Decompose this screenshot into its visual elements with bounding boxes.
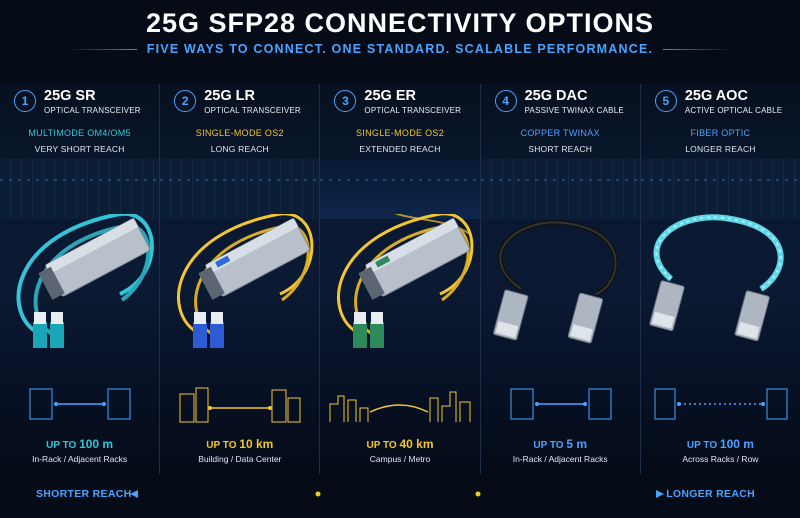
option-number-badge: 3 (334, 90, 357, 112)
reach-arrow-icon (130, 490, 664, 498)
city-skyline-background (320, 159, 480, 219)
option-medium: COPPER TWINAX (520, 128, 600, 138)
option-description: OPTICAL TRANSCEIVER (44, 106, 141, 115)
location-label: Campus / Metro (369, 454, 431, 464)
option-card-aoc[interactable]: 5 25G AOC ACTIVE OPTICAL CABLE FIBER OPT… (639, 84, 800, 474)
option-name: 25G LR (204, 88, 255, 104)
server-rack-background (640, 159, 800, 219)
distance-value: 100 m (79, 437, 114, 451)
option-description: ACTIVE OPTICAL CABLE (684, 106, 783, 115)
distance-prefix: UP TO (46, 440, 77, 451)
option-number-badge: 2 (174, 90, 197, 112)
option-reach: SHORT REACH (528, 144, 593, 154)
option-reach: VERY SHORT REACH (34, 144, 125, 154)
location-label: Across Racks / Row (682, 454, 759, 464)
dac-cable-icon (492, 220, 618, 344)
distance-value: 100 m (719, 437, 754, 451)
option-card-lr[interactable]: 2 25G LR OPTICAL TRANSCEIVER SINGLE-MODE… (159, 84, 320, 474)
location-label: Building / Data Center (198, 454, 282, 464)
distance-value: 5 m (566, 437, 588, 451)
option-card-dac[interactable]: 4 25G DAC PASSIVE TWINAX CABLE COPPER TW… (479, 84, 640, 474)
distance-value: 10 km (239, 437, 274, 451)
option-description: PASSIVE TWINAX CABLE (524, 106, 624, 115)
option-reach: LONGER REACH (685, 144, 756, 154)
option-medium: FIBER OPTIC (690, 128, 751, 138)
server-rack-icon (654, 388, 788, 420)
divider (663, 48, 734, 50)
option-reach: EXTENDED REACH (359, 144, 441, 154)
server-rack-background (480, 159, 640, 219)
option-reach: LONG REACH (210, 144, 269, 154)
option-medium: MULTIMODE OM4/OM5 (28, 128, 131, 138)
distance-label: UP TO 5 m (481, 437, 640, 451)
sfp-transceiver-with-cable-icon (177, 214, 314, 348)
options-columns: 1 25G SR OPTICAL TRANSCEIVER MULTIMODE O… (0, 84, 800, 474)
sfp-transceiver-with-cable-icon (337, 214, 474, 348)
sfp-transceiver-with-cable-icon (16, 214, 154, 348)
distance-label: UP TO 10 km (160, 437, 319, 451)
option-medium: SINGLE-MODE OS2 (355, 128, 445, 138)
option-number-badge: 1 (14, 90, 36, 112)
page-title: 25G SFP28 CONNECTIVITY OPTIONS (145, 8, 655, 38)
subtitle-row: FIVE WAYS TO CONNECT. ONE STANDARD. SCAL… (0, 42, 800, 56)
location-label: In-Rack / Adjacent Racks (512, 454, 608, 464)
option-name: 25G AOC (684, 88, 748, 104)
distance-label: UP TO 40 km (320, 437, 479, 451)
distance-prefix: UP TO (366, 440, 397, 451)
option-number-badge: 5 (654, 90, 677, 112)
option-number-badge: 4 (494, 90, 517, 112)
longer-reach-label: LONGER REACH (666, 488, 755, 500)
server-rack-icon (29, 388, 131, 420)
option-description: OPTICAL TRANSCEIVER (364, 106, 462, 115)
distance-label: UP TO 100 m (641, 437, 800, 451)
distance-prefix: UP TO (206, 440, 237, 451)
shorter-reach-label: SHORTER REACH (36, 488, 132, 500)
location-label: In-Rack / Adjacent Racks (32, 454, 128, 464)
building-icon (179, 387, 301, 423)
option-name: 25G SR (44, 88, 96, 104)
divider (66, 48, 137, 50)
page-subtitle: FIVE WAYS TO CONNECT. ONE STANDARD. SCAL… (146, 42, 654, 56)
option-medium: SINGLE-MODE OS2 (195, 128, 284, 138)
aoc-cable-icon (649, 214, 784, 342)
option-description: OPTICAL TRANSCEIVER (204, 106, 301, 115)
city-skyline-icon (329, 391, 471, 422)
distance-label: UP TO 100 m (0, 437, 159, 451)
option-name: 25G ER (364, 88, 416, 104)
distance-value: 40 km (399, 437, 434, 451)
option-name: 25G DAC (524, 88, 588, 104)
server-rack-background (0, 159, 160, 219)
distance-prefix: UP TO (686, 440, 718, 451)
option-card-er[interactable]: 3 25G ER OPTICAL TRANSCEIVER SINGLE-MODE… (319, 84, 480, 474)
server-rack-icon (510, 388, 612, 420)
distance-prefix: UP TO (533, 440, 564, 451)
server-rack-background (160, 159, 320, 219)
option-card-sr[interactable]: 1 25G SR OPTICAL TRANSCEIVER MULTIMODE O… (0, 84, 160, 474)
reach-scale: SHORTER REACH LONGER REACH (0, 482, 800, 506)
